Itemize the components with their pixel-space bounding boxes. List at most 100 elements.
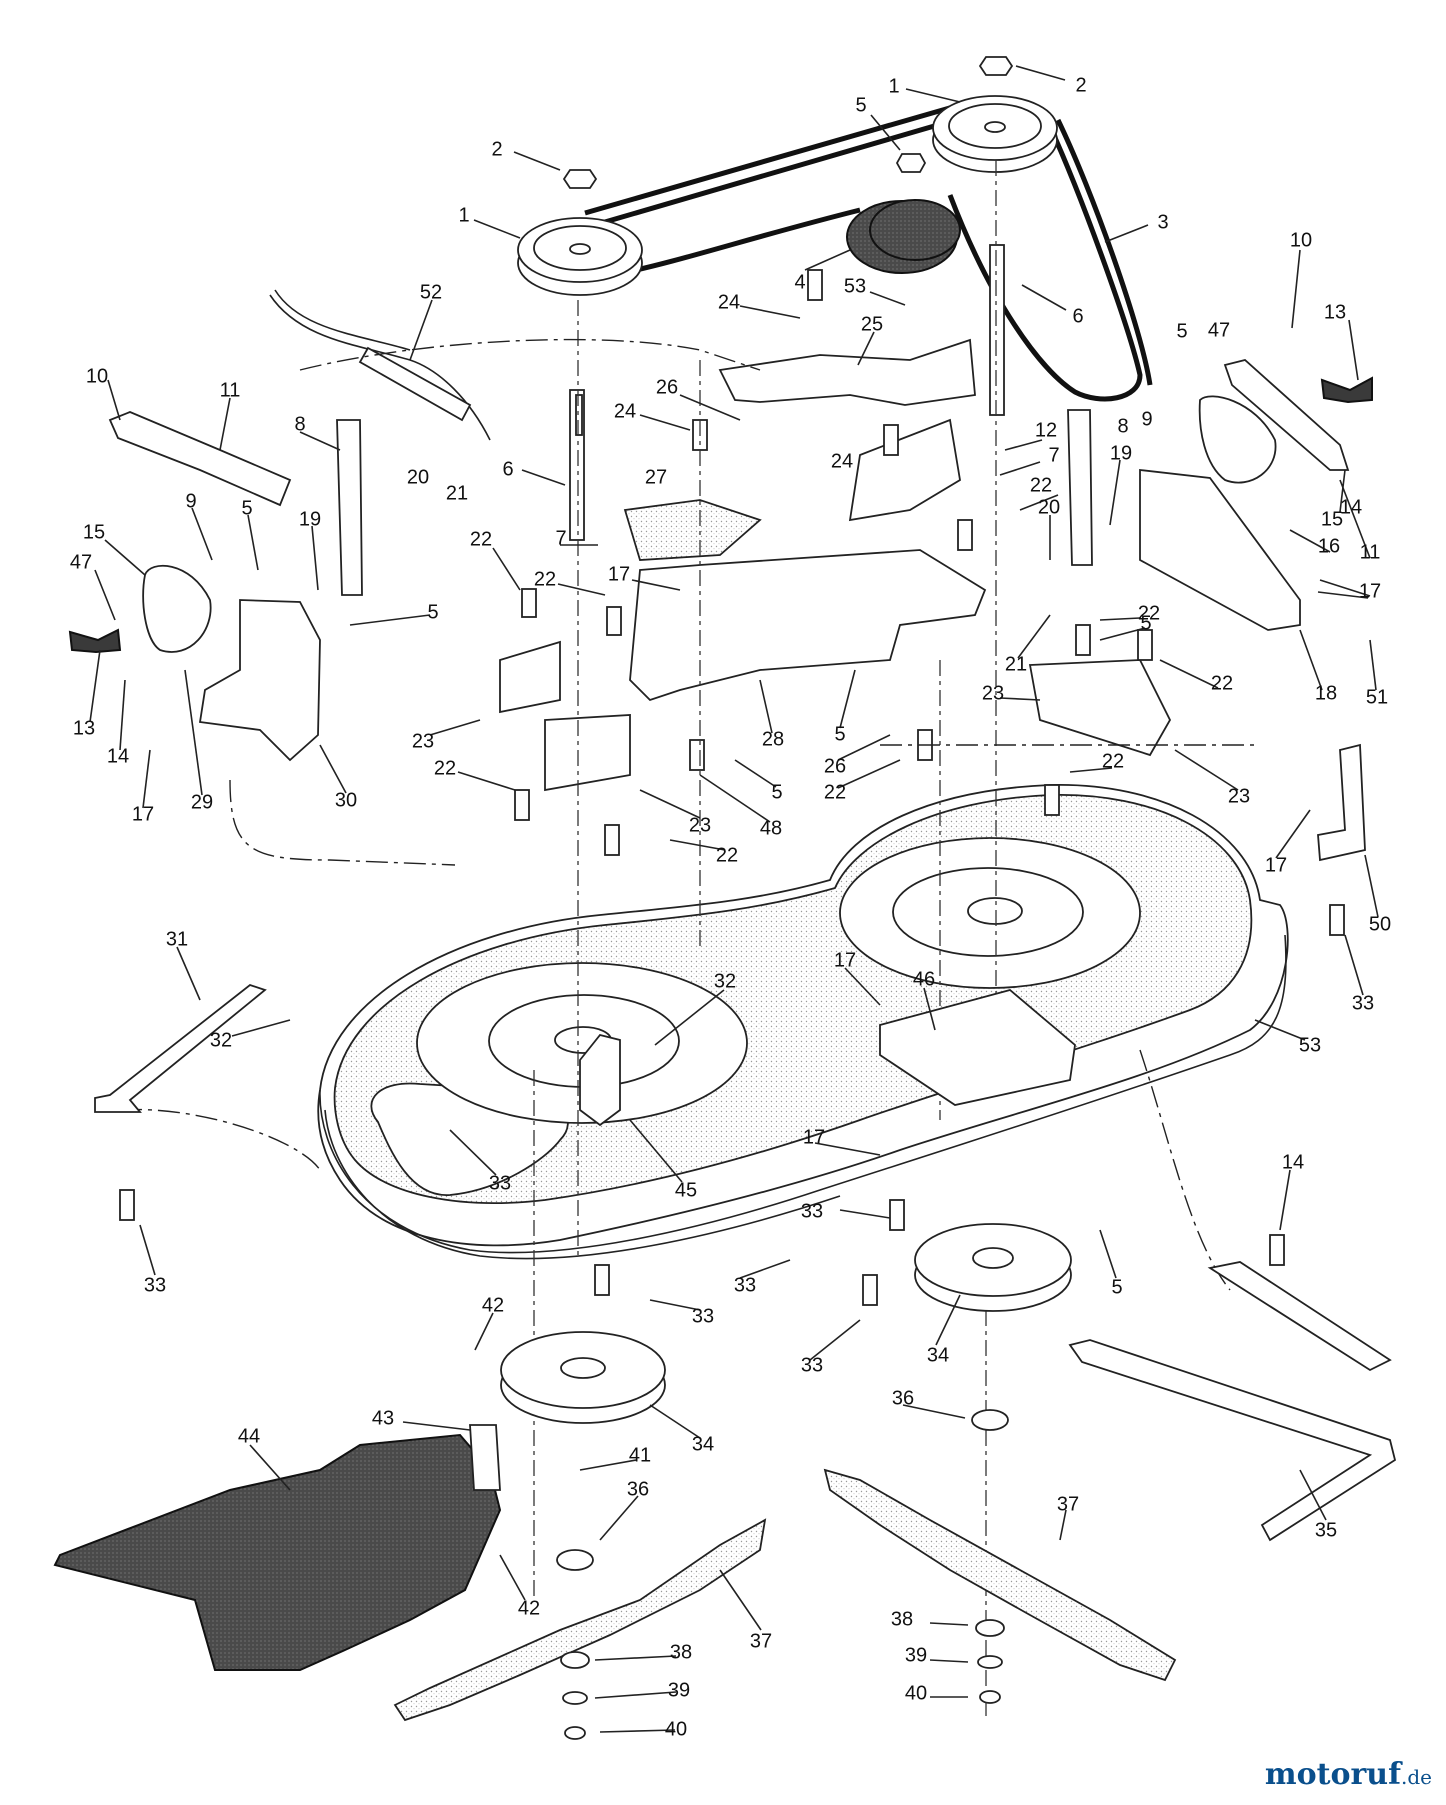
idler-pulley [846,199,961,274]
callout-number: 12 [1035,419,1057,441]
callout-number: 5 [834,723,845,745]
callout-number: 33 [1352,992,1374,1014]
callout-number: 20 [1038,496,1060,518]
callout-number: 29 [191,791,213,813]
callout-number: 33 [144,1274,166,1296]
discharge-chute [53,1424,502,1671]
callout-number: 8 [294,413,305,435]
callout-number: 24 [831,450,853,472]
stabilizer-bar [1068,1261,1397,1542]
callout-number: 37 [750,1630,772,1652]
callout-number: 17 [834,949,856,971]
callout-number: 42 [518,1597,540,1619]
callout-number: 27 [645,466,667,488]
callout-number: 7 [555,527,566,549]
callout-number: 38 [891,1608,913,1630]
callout-number: 5 [855,94,866,116]
callout-number: 33 [801,1200,823,1222]
callout-number: 24 [718,291,740,313]
callout-number: 19 [1110,442,1132,464]
callout-number: 33 [734,1274,756,1296]
callout-number: 5 [771,781,782,803]
callout-number: 34 [927,1344,949,1366]
callout-number: 48 [760,817,782,839]
idler-arm [623,338,987,702]
callout-number: 39 [905,1644,927,1666]
callout-number: 21 [446,482,468,504]
baffle [499,640,1172,792]
callout-number: 36 [627,1478,649,1500]
callout-number: 37 [1057,1493,1079,1515]
mower-blade-right [823,1468,1177,1682]
hex-nut [562,56,1014,189]
callout-number: 2 [491,138,502,160]
callout-number: 5 [1111,1276,1122,1298]
deck-hanger-bracket [94,743,1366,1127]
callout-number: 5 [241,497,252,519]
callout-number: 19 [299,508,321,530]
spindle-housing-right [914,1223,1072,1312]
callout-number: 6 [502,458,513,480]
callout-number: 53 [844,275,866,297]
callout-number: 33 [801,1354,823,1376]
callout-number: 33 [692,1305,714,1327]
watermark-tld: .de [1401,1765,1432,1789]
callout-number: 53 [1299,1034,1321,1056]
spindle-shaft [569,244,1005,541]
callout-number: 25 [861,313,883,335]
callout-number: 5 [427,601,438,623]
callout-number: 45 [675,1179,697,1201]
callout-number: 46 [913,968,935,990]
callout-number: 22 [716,844,738,866]
callout-number: 50 [1369,913,1391,935]
callout-number: 1 [888,75,899,97]
callout-number: 10 [1290,229,1312,251]
callout-number: 42 [482,1294,504,1316]
deck-bracket-left [142,564,321,762]
callout-number: 22 [534,568,556,590]
callout-number: 6 [1072,305,1083,327]
callout-number: 35 [1315,1519,1337,1541]
callout-number: 16 [1318,535,1340,557]
callout-number: 9 [185,490,196,512]
bearing-washer-stack [556,1409,1009,1740]
callout-number: 51 [1366,686,1388,708]
callout-number: 22 [434,757,456,779]
callout-number: 11 [220,379,241,401]
callout-number: 22 [1138,602,1160,624]
callout-number: 13 [1324,301,1346,323]
callout-number: 17 [608,563,630,585]
mower-blade-left [393,1518,767,1722]
callout-number: 23 [1228,785,1250,807]
callout-number: 38 [670,1641,692,1663]
callout-leaders [89,65,1379,1733]
callout-number: 15 [1321,508,1343,530]
deck-arm-right [1067,359,1350,566]
callout-number: 32 [210,1029,232,1051]
callout-number: 5 [1140,612,1151,634]
callout-number: 47 [70,551,92,573]
callout-number: 11 [1360,541,1381,563]
callout-number: 52 [420,281,442,303]
callout-number: 17 [1265,854,1287,876]
deck-bracket-right [1139,395,1301,631]
callout-number: 22 [824,781,846,803]
callout-number: 40 [905,1682,927,1704]
callout-number: 44 [238,1425,260,1447]
callout-number: 47 [1208,319,1230,341]
callout-number: 22 [1211,672,1233,694]
callout-number: 2 [1075,74,1086,96]
pulley-left [517,217,643,296]
callout-number: 23 [982,682,1004,704]
callout-number: 22 [470,528,492,550]
wing-nut [68,376,1373,654]
callout-number: 26 [656,376,678,398]
callout-number: 41 [629,1444,651,1466]
callout-number: 21 [1005,653,1027,675]
drive-belt [554,102,1153,402]
callout-number: 43 [372,1407,394,1429]
callout-number: 26 [824,755,846,777]
